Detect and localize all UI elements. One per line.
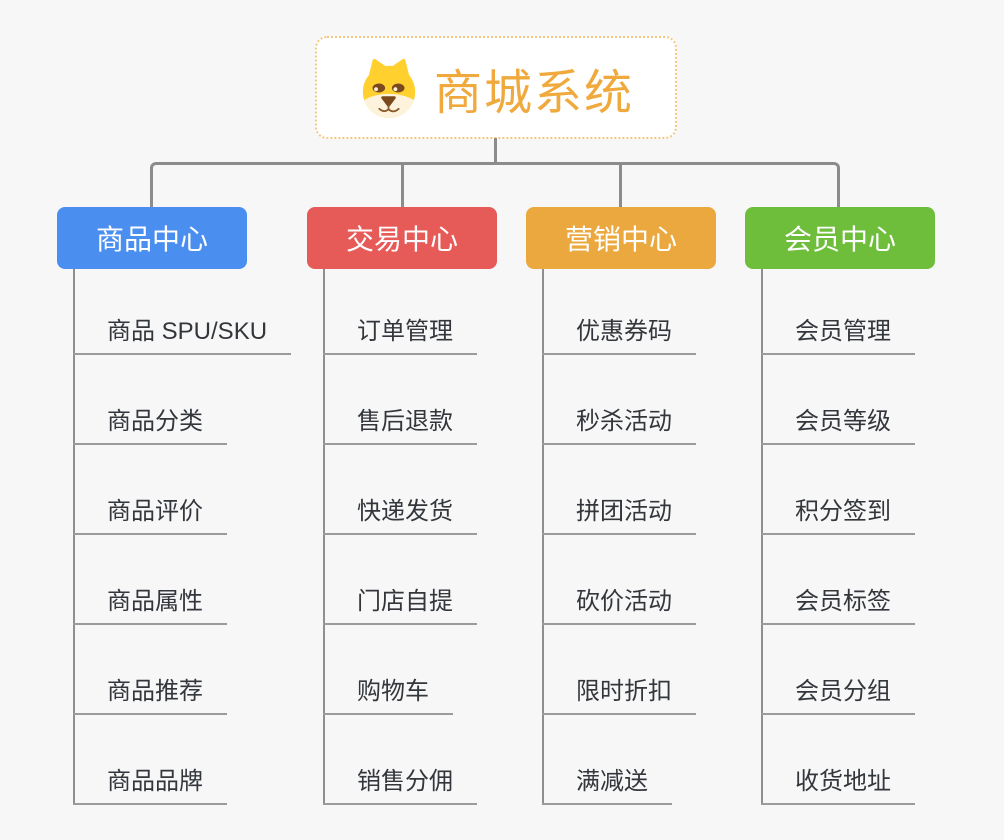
leaf-node[interactable]: 优惠券码 — [542, 317, 696, 355]
root-title: 商城系统 — [433, 66, 634, 120]
leaf-node[interactable]: 商品推荐 — [73, 677, 227, 715]
leaf-node[interactable]: 商品评价 — [73, 497, 227, 535]
leaf-node[interactable]: 快递发货 — [323, 497, 477, 535]
branch-node-marketing-center[interactable]: 营销中心 — [526, 207, 716, 269]
branch-node-member-center[interactable]: 会员中心 — [745, 207, 935, 269]
branch-label: 商品中心 — [95, 224, 208, 255]
leaf-node[interactable]: 会员管理 — [761, 317, 915, 355]
leaf-node[interactable]: 售后退款 — [323, 407, 477, 445]
leaf-node[interactable]: 商品品牌 — [73, 767, 227, 805]
leaf-node[interactable]: 购物车 — [323, 677, 453, 715]
leaf-node[interactable]: 订单管理 — [323, 317, 477, 355]
leaf-node[interactable]: 砍价活动 — [542, 587, 696, 625]
leaf-node[interactable]: 商品 SPU/SKU — [73, 317, 292, 355]
leaf-node[interactable]: 拼团活动 — [542, 497, 696, 535]
leaf-node[interactable]: 积分签到 — [761, 497, 915, 535]
root-stem-connector — [494, 138, 497, 165]
branch-trunk-line — [761, 269, 763, 805]
leaf-node[interactable]: 销售分佣 — [323, 767, 477, 805]
branch-trunk-line — [73, 269, 75, 805]
leaf-node[interactable]: 商品分类 — [73, 407, 227, 445]
branch-node-product-center[interactable]: 商品中心 — [57, 207, 247, 269]
root-node[interactable]: 商城系统 — [315, 36, 677, 139]
dog-face-icon — [362, 58, 416, 118]
branch-trunk-line — [323, 269, 325, 805]
leaf-node[interactable]: 商品属性 — [73, 587, 227, 625]
branch-label: 营销中心 — [564, 224, 677, 255]
branch-drop-connector — [401, 164, 404, 207]
branch-label: 会员中心 — [783, 224, 896, 255]
branch-drop-connector — [619, 164, 622, 207]
leaf-node[interactable]: 会员等级 — [761, 407, 915, 445]
leaf-node[interactable]: 收货地址 — [761, 767, 915, 805]
branch-bus-connector — [150, 162, 840, 207]
leaf-node[interactable]: 门店自提 — [323, 587, 477, 625]
leaf-node[interactable]: 限时折扣 — [542, 677, 696, 715]
leaf-node[interactable]: 秒杀活动 — [542, 407, 696, 445]
branch-node-trade-center[interactable]: 交易中心 — [307, 207, 497, 269]
leaf-node[interactable]: 会员标签 — [761, 587, 915, 625]
branch-label: 交易中心 — [345, 224, 458, 255]
branch-trunk-line — [542, 269, 544, 805]
leaf-node[interactable]: 满减送 — [542, 767, 672, 805]
leaf-node[interactable]: 会员分组 — [761, 677, 915, 715]
